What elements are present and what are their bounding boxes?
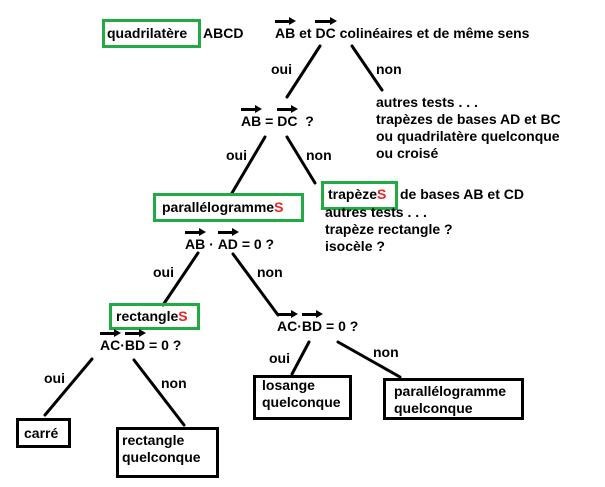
root-name: ABCD xyxy=(203,25,244,41)
leaf-line: parallélogramme xyxy=(394,383,507,399)
leaf-carre-label: carré xyxy=(24,425,59,441)
join-word: et xyxy=(299,25,312,41)
leaf-line: quelconque xyxy=(262,394,341,410)
plural-s: S xyxy=(178,308,188,324)
edge-label-no: non xyxy=(373,344,399,360)
note-line: autres tests . . . xyxy=(376,94,478,110)
vector-dc: DC xyxy=(277,105,299,129)
leaf-losange-quelconque xyxy=(253,375,352,420)
edge-equal-yes xyxy=(230,135,267,195)
question-end: = 0 ? xyxy=(326,318,359,334)
vector-ac: AC xyxy=(100,329,122,353)
root-box xyxy=(102,19,201,48)
rectangle-question: AC·BD = 0 ? xyxy=(100,329,182,353)
root-question: AB et DC colinéaires et de même sens xyxy=(275,17,530,41)
operator: = xyxy=(265,113,274,129)
parallelogram-box xyxy=(153,193,304,222)
edge-label-no: non xyxy=(257,264,283,280)
leaf-rectangle-quelconque xyxy=(116,427,219,478)
edge-label-yes: oui xyxy=(226,147,247,163)
nonrect-question: AC·BD = 0 ? xyxy=(277,310,359,334)
vector-ab: AB xyxy=(275,17,297,41)
plural-s: S xyxy=(274,199,284,215)
leaf-losange-quelconque-label: losange quelconque xyxy=(262,377,341,411)
vector-dc: DC xyxy=(315,17,337,41)
vector-ac: AC xyxy=(277,310,299,334)
edge-para-no xyxy=(231,252,280,317)
edge-para-yes xyxy=(161,251,200,307)
leaf-rectangle-quelconque-label: rectangle quelconque xyxy=(122,432,201,466)
note-line: ou quadrilatère quelconque xyxy=(376,128,560,144)
note-line: autres tests . . . xyxy=(325,204,427,220)
edge-equal-no xyxy=(285,135,317,185)
equality-question: AB = DC ? xyxy=(241,105,314,129)
edge-root-no xyxy=(350,44,384,92)
vector-bd: BD xyxy=(124,329,147,353)
edge-label-no: non xyxy=(306,147,332,163)
label-text: trapèze xyxy=(328,186,378,202)
edge-label-no: non xyxy=(161,375,187,391)
operator: · xyxy=(120,337,125,353)
note-line: isocèle ? xyxy=(325,238,385,254)
label-text: rectangle xyxy=(116,308,179,324)
edge-label-yes: oui xyxy=(44,370,65,386)
note-line: trapèzes de bases AD et BC xyxy=(376,111,561,127)
note-line: ou croisé xyxy=(376,145,439,161)
vector-ab: AB xyxy=(241,105,263,129)
parallelogram-label: parallélogrammeS xyxy=(162,199,283,215)
leaf-parallelogramme-quelconque xyxy=(383,378,524,420)
edge-root-yes xyxy=(285,44,322,99)
rectangle-box xyxy=(109,303,200,330)
rectangle-label: rectangleS xyxy=(116,308,188,324)
trapeze-label: trapèzeS xyxy=(328,186,386,202)
question-mark: ? xyxy=(305,113,314,129)
dot-product-question: AB · AD = 0 ? xyxy=(185,228,275,252)
trapeze-box xyxy=(321,181,398,210)
root-no-result: autres tests . . . trapèzes de bases AD … xyxy=(376,94,561,162)
question-rest: colinéaires et de même sens xyxy=(339,25,530,41)
note-line: trapèze rectangle ? xyxy=(325,221,453,237)
edge-label-no: non xyxy=(376,61,402,77)
leaf-line: quelconque xyxy=(394,400,473,416)
edge-nonrect-no xyxy=(336,340,402,379)
leaf-line: losange xyxy=(262,377,315,393)
trapeze-bases: de bases AB et CD xyxy=(400,186,524,202)
leaf-line: rectangle xyxy=(122,432,185,448)
edge-label-yes: oui xyxy=(271,61,292,77)
operator: · xyxy=(209,236,214,252)
edge-label-yes: oui xyxy=(269,350,290,366)
leaf-carre xyxy=(16,418,71,448)
plural-s: S xyxy=(377,186,387,202)
edge-rect-no xyxy=(132,358,186,427)
label-text: parallélogramme xyxy=(162,199,275,215)
vector-bd: BD xyxy=(301,310,324,334)
trapeze-notes: autres tests . . . trapèze rectangle ? i… xyxy=(325,204,453,255)
question-end: = 0 ? xyxy=(241,236,275,252)
root-label: quadrilatère xyxy=(107,25,188,41)
vector-ad: AD xyxy=(217,228,240,252)
edge-nonrect-yes xyxy=(290,340,311,376)
question-end: = 0 ? xyxy=(149,337,182,353)
edge-label-yes: oui xyxy=(153,264,174,280)
vector-ab: AB xyxy=(185,228,207,252)
operator: · xyxy=(297,318,302,334)
leaf-parallelogramme-quelconque-label: parallélogramme quelconque xyxy=(394,383,506,417)
leaf-line: quelconque xyxy=(122,449,201,465)
edge-rect-yes xyxy=(43,357,94,417)
